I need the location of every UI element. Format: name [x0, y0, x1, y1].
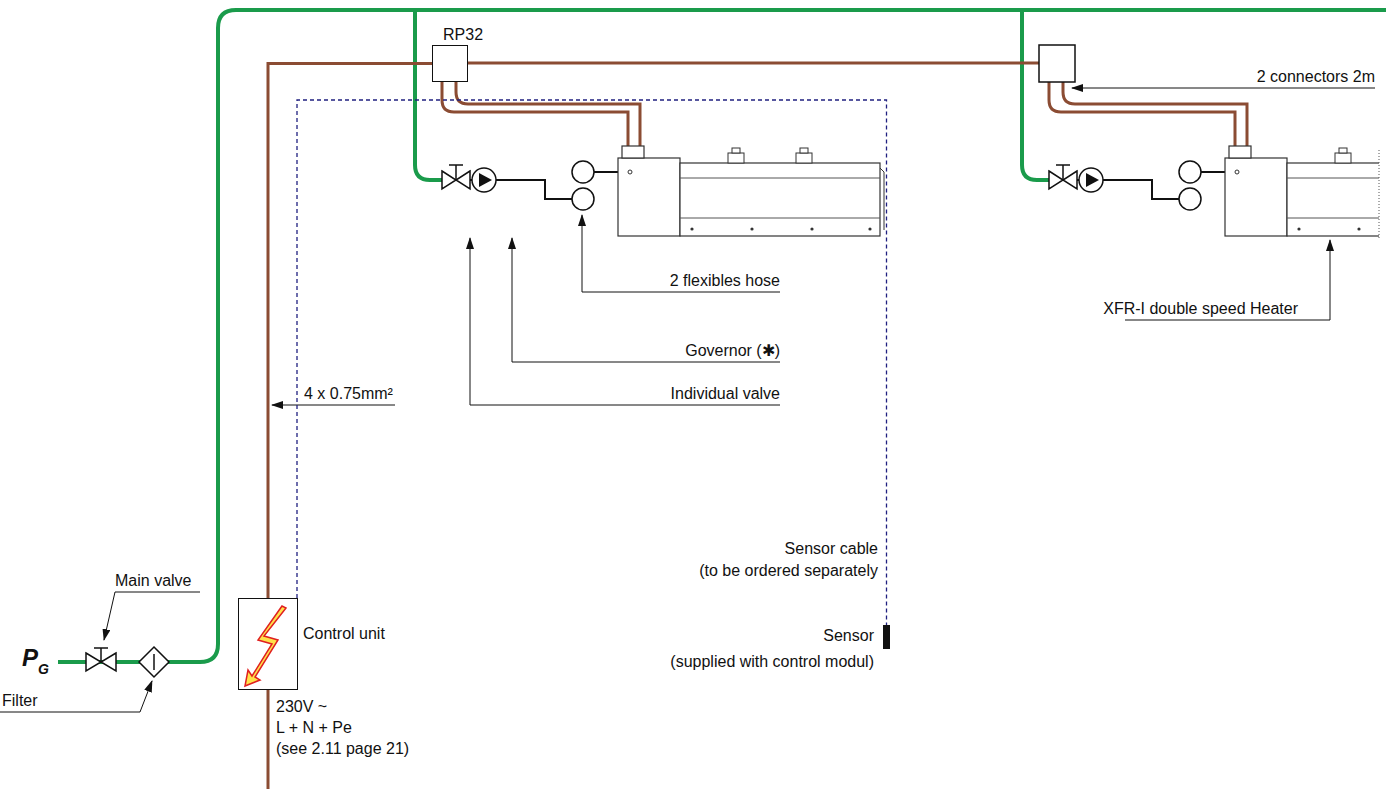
path-shape — [104, 592, 200, 640]
part-label: Individual valve — [671, 385, 780, 403]
node-label: RP32 — [443, 26, 483, 44]
filter-symbol — [139, 647, 169, 677]
part-label: XFR-I double speed Heater — [1103, 300, 1298, 318]
power-cable — [267, 690, 270, 789]
lightning-symbol — [245, 606, 286, 686]
cut-mask — [1379, 140, 1386, 240]
supply-note: (see 2.11 page 21) — [276, 740, 409, 758]
part-label: 2 connectors 2m — [1257, 68, 1375, 86]
cable-note: Sensor cable — [785, 540, 878, 558]
sensor-cable — [297, 100, 887, 625]
path-shape — [139, 647, 169, 677]
part-label: 2 flexibles hose — [670, 272, 780, 290]
control-cable — [268, 64, 432, 599]
break-line — [1379, 150, 1380, 238]
line-shape — [94, 647, 108, 649]
path-shape — [582, 215, 780, 292]
cable-label: 4 x 0.75mm² — [304, 385, 393, 403]
part-label: Main valve — [115, 572, 191, 590]
sensor: Sensor(supplied with control modul) — [883, 625, 890, 649]
path-shape — [272, 405, 395, 406]
gas-line — [58, 10, 1386, 662]
path-shape — [512, 238, 780, 362]
relay-box: RP32 — [432, 45, 468, 82]
heater-branch-1 — [415, 10, 884, 236]
main-valve-symbol — [86, 648, 116, 671]
supply-note: L + N + Pe — [276, 719, 352, 737]
leader-lines — [0, 88, 1375, 712]
heater-branch-2 — [1022, 10, 1386, 236]
path-shape — [86, 653, 116, 671]
line-shape — [100, 648, 102, 662]
pressure-subscript: G — [38, 661, 49, 677]
relay-box — [1039, 45, 1075, 82]
cable-note: (to be ordered separately — [699, 562, 878, 580]
control-cable — [468, 62, 1039, 65]
control-unit: Control unit — [238, 598, 298, 690]
part-label: Filter — [2, 692, 38, 710]
path-shape — [1072, 88, 1375, 89]
node-label: (supplied with control modul) — [670, 653, 874, 671]
node-label: Control unit — [303, 625, 385, 643]
part-label: Governor (✱) — [685, 342, 780, 360]
line-shape — [153, 654, 155, 670]
path-shape — [470, 238, 780, 405]
node-label: Sensor — [823, 627, 874, 645]
pressure-symbol: P — [22, 645, 38, 671]
supply-note: 230V ~ — [276, 698, 327, 716]
path-shape — [0, 681, 152, 712]
